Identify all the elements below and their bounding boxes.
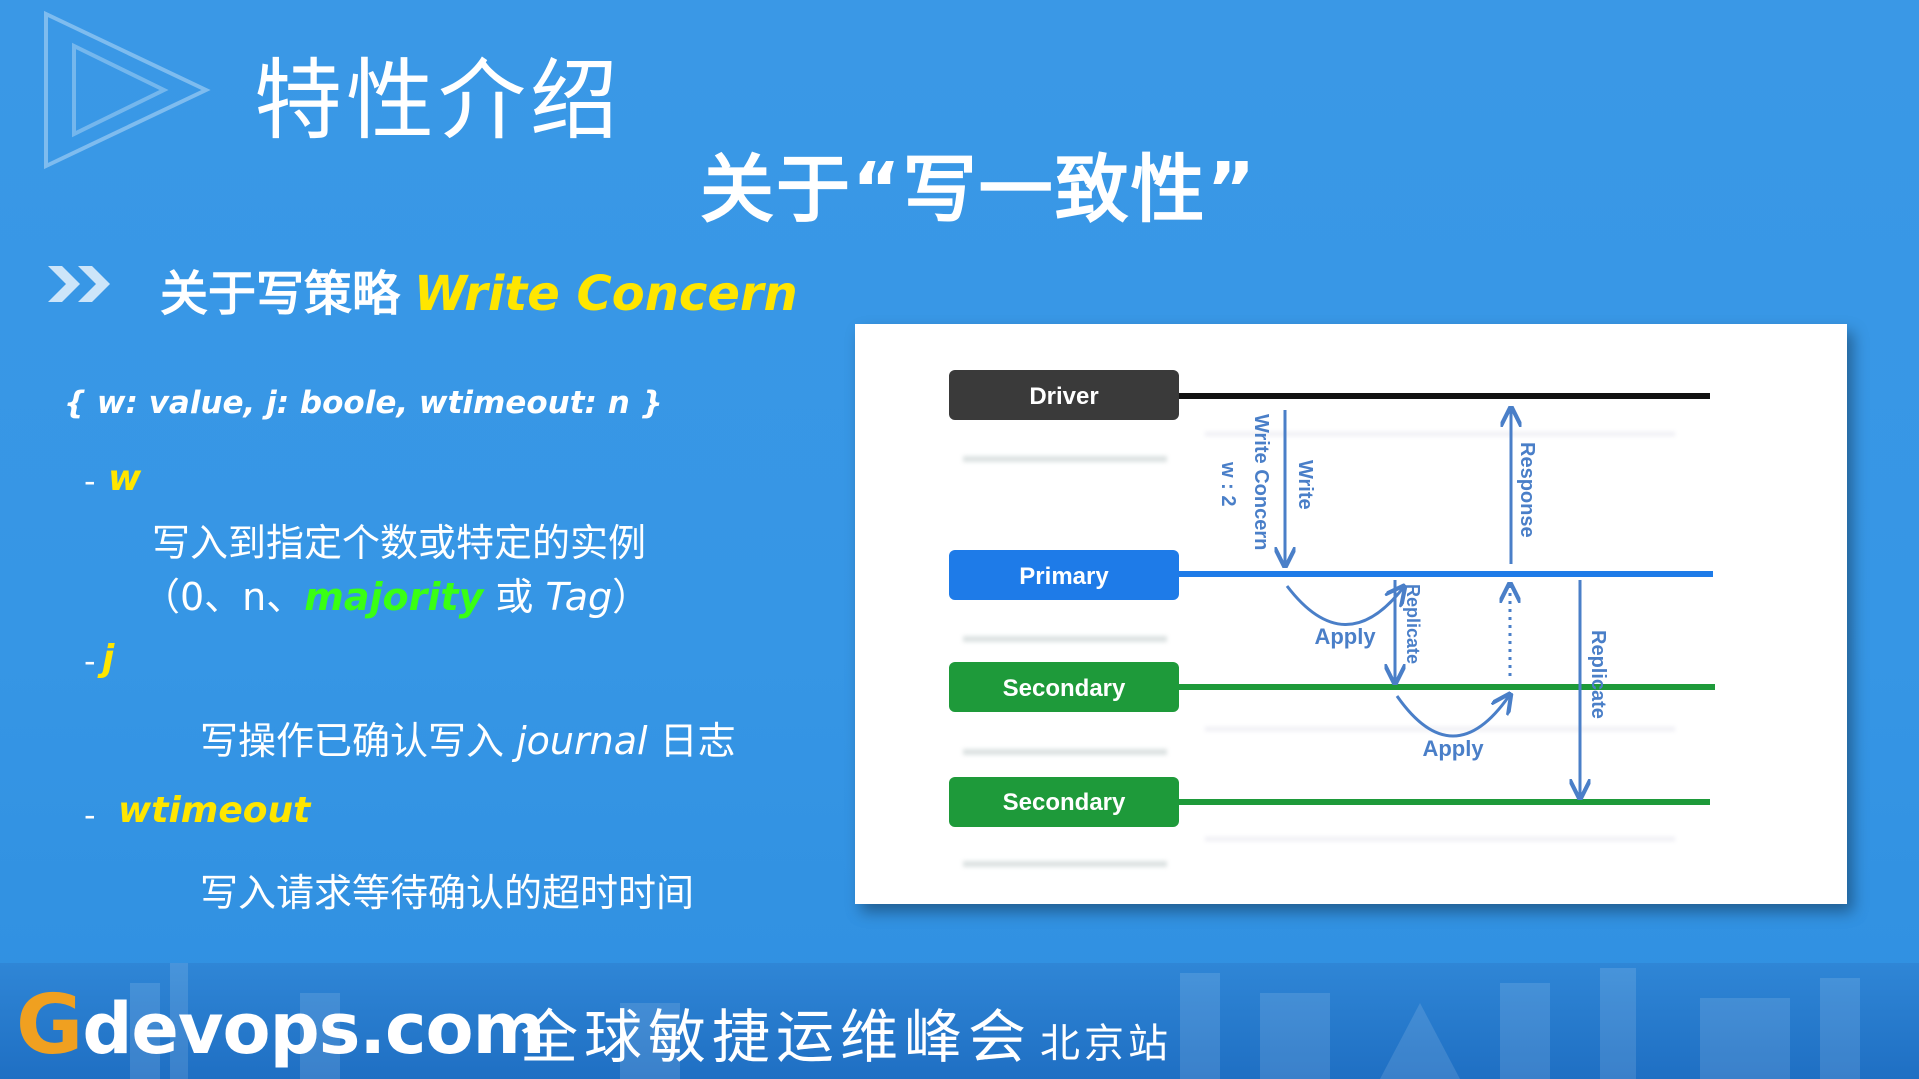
option-j-name: j xyxy=(102,638,115,679)
option-w-tag: Tag xyxy=(545,575,613,619)
option-j-dash: - xyxy=(84,642,96,680)
apply1-curve xyxy=(1285,586,1403,626)
play-logo-icon xyxy=(44,10,211,170)
option-j-desc: 写操作已确认写入 journal 日志 xyxy=(200,710,736,765)
replicate1-label: Replicate xyxy=(1403,584,1423,664)
conference-city: 北京站 xyxy=(1040,1021,1173,1067)
double-chevron-icon xyxy=(48,266,110,302)
reflection-lines xyxy=(963,432,1675,867)
replicate2-label: Replicate xyxy=(1587,630,1609,719)
write-label: Write xyxy=(1294,460,1316,510)
conference-name: 全球敏捷运维峰会 xyxy=(520,1003,1033,1071)
secondary2-node: Secondary xyxy=(949,777,1179,827)
option-w-desc-line1: 写入到指定个数或特定的实例 xyxy=(152,521,647,565)
footer-banner xyxy=(0,963,1919,1079)
secondary1-node: Secondary xyxy=(949,662,1179,712)
response-label: Response xyxy=(1516,442,1538,538)
option-w-desc-line2: （0、n、majority 或 Tag） xyxy=(142,566,650,621)
slide-subtitle: 关于“写一致性” xyxy=(700,147,1258,233)
slide-title: 特性介绍 xyxy=(254,49,623,152)
driver-label: Driver xyxy=(1029,383,1098,410)
option-w-dash: - xyxy=(84,462,96,500)
option-wtimeout-name: wtimeout xyxy=(118,790,311,831)
apply2-curve xyxy=(1395,696,1509,738)
logo-g: G xyxy=(16,978,83,1073)
secondary1-label: Secondary xyxy=(1003,675,1126,702)
driver-node: Driver xyxy=(949,370,1179,420)
diagram-svg: Driver Primary Secondary Secondary Write… xyxy=(949,370,1715,867)
option-w-name: w xyxy=(108,458,142,499)
conference-title: 全球敏捷运维峰会北京站 xyxy=(520,990,1172,1074)
section-heading-cn: 关于写策略 xyxy=(160,266,401,322)
write-concern-diagram: Driver Primary Secondary Secondary Write… xyxy=(855,324,1847,904)
option-wtimeout-dash: - xyxy=(84,796,96,834)
apply2-label: Apply xyxy=(1422,736,1484,761)
primary-node: Primary xyxy=(949,550,1179,600)
write-concern-signature: { w: value, j: boole, wtimeout: n } xyxy=(64,385,663,421)
city-skyline-icon xyxy=(130,963,1860,1079)
secondary2-label: Secondary xyxy=(1003,789,1126,816)
section-heading-en: Write Concern xyxy=(414,266,798,322)
option-wtimeout-desc: 写入请求等待确认的超时时间 xyxy=(200,871,695,915)
option-w-majority: majority xyxy=(304,575,484,619)
write-concern-label: Write Concern xyxy=(1250,414,1272,550)
option-w-desc-prefix: （0、n、 xyxy=(142,575,305,619)
option-w-desc-suffix: ） xyxy=(612,575,651,619)
option-j-journal: journal xyxy=(516,719,648,763)
logo-text: devops.com xyxy=(82,988,545,1070)
option-j-desc-prefix: 写操作已确认写入 xyxy=(200,719,517,763)
gdevops-logo: Gdevops.com xyxy=(16,978,546,1073)
primary-label: Primary xyxy=(1019,563,1109,590)
apply1-label: Apply xyxy=(1314,624,1376,649)
w2-label: w : 2 xyxy=(1217,461,1239,506)
option-w-desc-mid: 或 xyxy=(483,575,546,619)
option-j-desc-suffix: 日志 xyxy=(647,719,736,763)
